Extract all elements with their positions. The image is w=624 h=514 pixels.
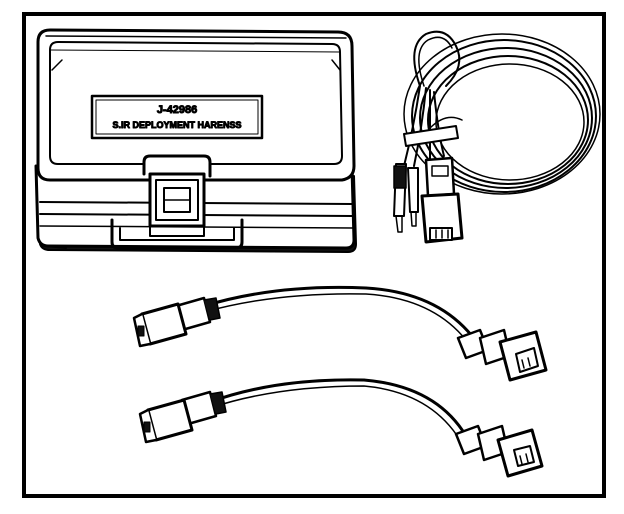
illustration-frame: J-42986 S.IR DEPLOYMENT HARENSS xyxy=(22,12,606,498)
carrying-case: J-42986 S.IR DEPLOYMENT HARENSS xyxy=(34,28,357,253)
part-number-label: J-42986 xyxy=(157,104,197,116)
coiled-deployment-harness xyxy=(393,30,601,244)
tool-kit-illustration: J-42986 S.IR DEPLOYMENT HARENSS xyxy=(34,28,601,478)
adapter-cable-lower xyxy=(138,378,544,478)
adapter-cable-upper xyxy=(132,285,548,382)
harness-name-label: S.IR DEPLOYMENT HARENSS xyxy=(112,120,241,130)
